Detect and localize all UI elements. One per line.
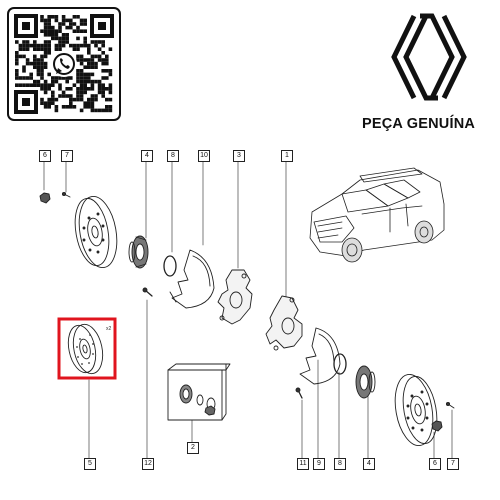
renault-diamond-icon bbox=[391, 13, 467, 101]
callout-4-bottom[interactable]: 4 bbox=[363, 458, 375, 470]
callout-8-top[interactable]: 8 bbox=[167, 150, 179, 162]
wheel-stud-bottom bbox=[445, 401, 455, 409]
dust-shield bbox=[169, 249, 215, 309]
caliper-bolt bbox=[142, 287, 153, 297]
steering-knuckle-left bbox=[217, 269, 253, 325]
brake-disc-top bbox=[74, 195, 118, 269]
wheel-stud-top bbox=[61, 191, 71, 198]
callout-1-top[interactable]: 1 bbox=[281, 150, 293, 162]
dust-shield-right bbox=[299, 327, 341, 385]
bearing-kit bbox=[167, 363, 231, 421]
callout-9[interactable]: 9 bbox=[313, 458, 325, 470]
brake-disc-bottom bbox=[394, 373, 438, 447]
car-illustration bbox=[309, 167, 445, 263]
wheel-nut-top bbox=[39, 192, 51, 204]
callout-11[interactable]: 11 bbox=[297, 458, 309, 470]
callout-8-bottom[interactable]: 8 bbox=[334, 458, 346, 470]
callout-3-top[interactable]: 3 bbox=[233, 150, 245, 162]
shield-bolt bbox=[295, 387, 303, 399]
highlighted-brake-disc: x2 bbox=[57, 317, 117, 380]
callout-5[interactable]: 5 bbox=[84, 458, 96, 470]
wheel-hub-bottom bbox=[355, 365, 376, 399]
snap-ring-bottom bbox=[333, 353, 347, 375]
callout-6-bottom[interactable]: 6 bbox=[429, 458, 441, 470]
svg-text:x2: x2 bbox=[106, 326, 112, 332]
callout-4-top[interactable]: 4 bbox=[141, 150, 153, 162]
snap-ring-top bbox=[163, 255, 177, 277]
callout-7-bottom[interactable]: 7 bbox=[447, 458, 459, 470]
steering-knuckle-right bbox=[265, 295, 303, 351]
callout-12[interactable]: 12 bbox=[142, 458, 154, 470]
callout-10-top[interactable]: 10 bbox=[198, 150, 210, 162]
brand-tagline: PEÇA GENUÍNA bbox=[362, 116, 476, 132]
callout-6-top[interactable]: 6 bbox=[39, 150, 51, 162]
callout-2[interactable]: 2 bbox=[187, 442, 199, 454]
whatsapp-qr-code-icon[interactable] bbox=[7, 7, 121, 121]
wheel-nut-bottom bbox=[431, 420, 443, 432]
wheel-hub-top bbox=[128, 235, 149, 269]
callout-7-top[interactable]: 7 bbox=[61, 150, 73, 162]
